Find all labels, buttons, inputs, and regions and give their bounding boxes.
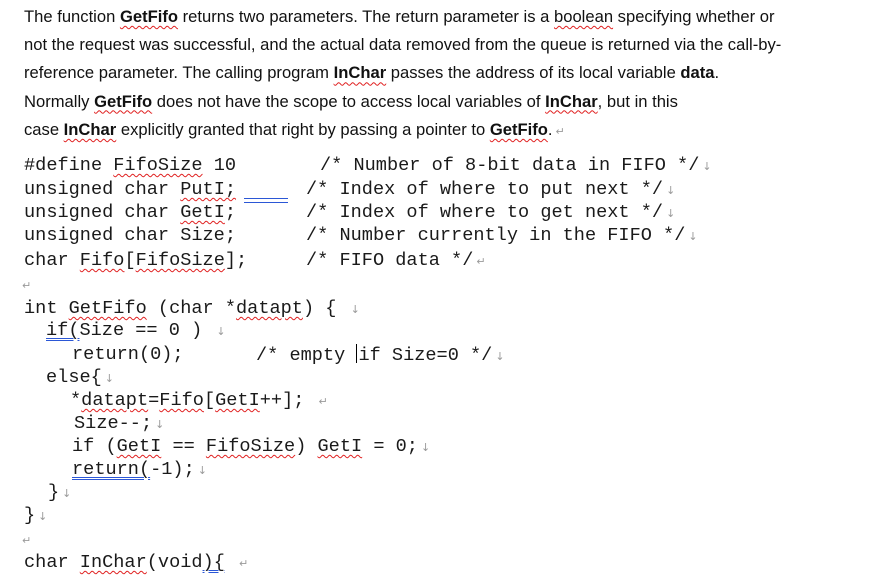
code-line-fifo-array: char Fifo[FifoSize];: [24, 250, 248, 271]
code-line-return-0: return(0);: [72, 344, 184, 365]
code-comment-puti: /* Index of where to put next */↓: [306, 179, 676, 200]
code-line-puti: unsigned char PutI;: [24, 179, 237, 200]
code-line-decrement-size: Size--;↓: [74, 413, 165, 434]
term-getfifo: GetFifo: [489, 119, 548, 139]
term-boolean: boolean: [554, 7, 614, 26]
paragraph-line-5: case InChar explicitly granted that righ…: [24, 119, 565, 139]
code-comment-define: /* Number of 8-bit data in FIFO */↓: [320, 155, 712, 176]
code-line-getfifo-signature: int GetFifo (char *datapt) { ↓: [24, 298, 360, 319]
code-line-size: unsigned char Size;: [24, 225, 237, 246]
code-line-close-function: }↓: [24, 505, 48, 526]
term-inchar: InChar: [63, 119, 117, 139]
paragraph-mark-icon: ↵: [555, 124, 565, 138]
code-comment-size: /* Number currently in the FIFO */↓: [306, 225, 698, 246]
term-inchar: InChar: [545, 91, 598, 111]
code-line-close-else: }↓: [48, 482, 72, 503]
empty-paragraph-mark: ↵: [22, 279, 32, 292]
grammar-double-underline: [244, 198, 288, 203]
code-line-else: else{↓: [46, 367, 115, 388]
code-comment-fifo-array: /* FIFO data */↵: [306, 250, 486, 271]
paragraph-line-2: not the request was successful, and the …: [24, 35, 782, 55]
paragraph-line-4: Normally GetFifo does not have the scope…: [24, 91, 678, 111]
term-getfifo: GetFifo: [94, 91, 153, 111]
code-line-wrap-index: if (GetI == FifoSize) GetI = 0;↓: [72, 436, 431, 457]
code-line-if-size: if(Size == 0 ) ↓: [46, 320, 226, 341]
text-cursor: [356, 344, 358, 363]
paragraph-line-1: The function GetFifo returns two paramet…: [24, 7, 775, 26]
explanation-paragraph: The function GetFifo returns two paramet…: [24, 3, 884, 146]
code-line-geti: unsigned char GetI;: [24, 202, 237, 223]
code-line-return-minus-1: return(-1);↓: [72, 459, 207, 480]
paragraph-line-3: reference parameter. The calling program…: [24, 63, 720, 83]
term-inchar: InChar: [333, 63, 387, 83]
code-line-inchar-signature: char InChar(void){ ↵: [24, 552, 249, 573]
code-line-define: #define FifoSize 10: [24, 155, 237, 176]
code-comment-geti: /* Index of where to get next */↓: [306, 202, 676, 223]
code-line-assign-datapt: *datapt=Fifo[GetI++]; ↵: [70, 390, 328, 411]
term-getfifo: GetFifo: [119, 7, 179, 26]
empty-paragraph-mark: ↵: [22, 534, 32, 547]
code-comment-return-0: /* empty if Size=0 */↓: [256, 344, 505, 366]
term-data: data: [680, 63, 715, 83]
